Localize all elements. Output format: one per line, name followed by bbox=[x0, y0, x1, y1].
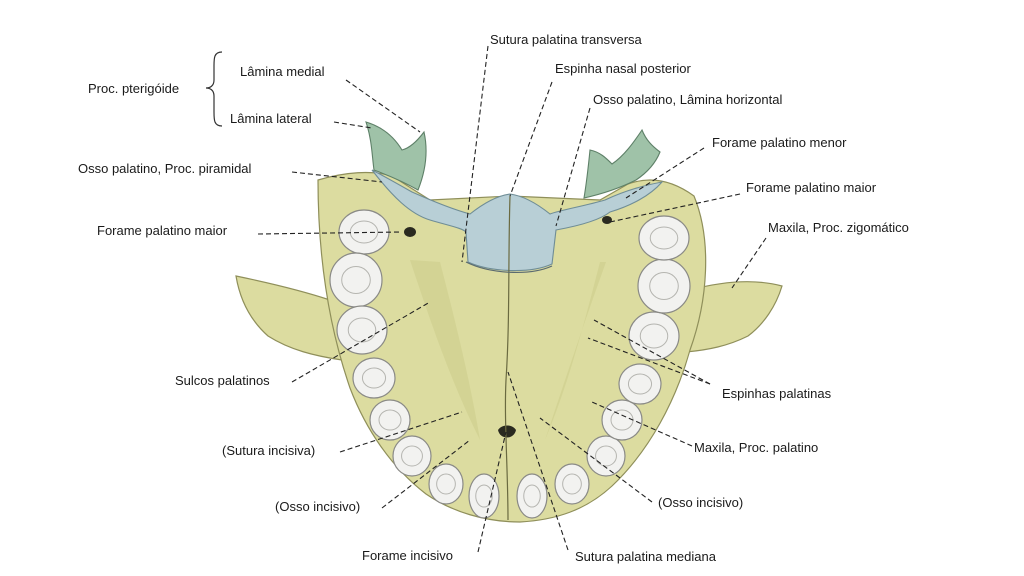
label-sulcos-palatinos: Sulcos palatinos bbox=[175, 373, 270, 388]
tooth-cusp bbox=[401, 445, 423, 467]
tooth-cusp bbox=[627, 373, 653, 395]
label-sutura-palatina-transversa: Sutura palatina transversa bbox=[490, 32, 643, 47]
leader-sulcos-palatinos bbox=[291, 301, 431, 383]
tooth bbox=[628, 311, 680, 361]
tooth bbox=[618, 363, 662, 405]
label-osso-palatino-lamina-horizontal: Osso palatino, Lâmina horizontal bbox=[593, 92, 782, 107]
tooth bbox=[601, 399, 643, 441]
leader-lamina-lateral bbox=[333, 121, 373, 129]
tooth-cusp bbox=[649, 272, 679, 300]
tooth bbox=[554, 463, 590, 505]
tooth-cusp bbox=[562, 473, 582, 495]
tooth bbox=[637, 258, 691, 314]
tooth bbox=[586, 435, 626, 477]
incisive-foramen bbox=[498, 425, 516, 438]
leader-sutura-incisiva bbox=[339, 411, 463, 453]
leader-maxila-proc-zigomatico bbox=[731, 237, 767, 289]
leader-lines bbox=[257, 45, 767, 553]
palatine-horizontal-plate bbox=[371, 169, 664, 272]
tooth-cusp bbox=[349, 220, 379, 244]
tooth-cusp bbox=[523, 484, 541, 508]
tooth bbox=[428, 463, 464, 505]
tooth-cusp bbox=[595, 445, 617, 467]
tooth bbox=[329, 252, 383, 308]
tooth-cusp bbox=[475, 484, 493, 508]
leader-forame-incisivo bbox=[477, 431, 507, 553]
pterygoid-plate-right bbox=[583, 128, 661, 199]
leader-osso-incisivo-left bbox=[381, 439, 471, 509]
median-palatine-suture bbox=[504, 195, 511, 521]
tooth-cusp bbox=[639, 323, 669, 349]
label-sutura-palatina-mediana: Sutura palatina mediana bbox=[575, 549, 717, 564]
label-espinhas-palatinas: Espinhas palatinas bbox=[722, 386, 832, 401]
leader-sutura-palatina-mediana bbox=[507, 371, 569, 551]
label-lamina-medial: Lâmina medial bbox=[240, 64, 325, 79]
leader-espinha-nasal-posterior bbox=[509, 81, 553, 197]
label-forame-incisivo: Forame incisivo bbox=[362, 548, 453, 563]
maxilla-shading-right bbox=[545, 262, 606, 440]
tooth bbox=[516, 473, 548, 519]
leader-espinhas-palatinas-1 bbox=[593, 319, 711, 385]
leader-espinhas-palatinas-2 bbox=[587, 337, 711, 385]
tooth-cusp bbox=[649, 226, 679, 250]
maxilla-illustration bbox=[235, 121, 783, 523]
tooth bbox=[468, 473, 500, 519]
tooth bbox=[352, 357, 396, 399]
leader-proc-piramidal bbox=[291, 171, 383, 183]
pterygoid-bracket bbox=[205, 51, 223, 127]
label-osso-incisivo-left: (Osso incisivo) bbox=[275, 499, 360, 514]
tooth-cusp bbox=[436, 473, 456, 495]
label-osso-palatino-proc-piramidal: Osso palatino, Proc. piramidal bbox=[78, 161, 252, 176]
greater-palatine-foramen-right bbox=[602, 216, 612, 224]
label-forame-palatino-menor: Forame palatino menor bbox=[712, 135, 847, 150]
leader-osso-incisivo-right bbox=[539, 417, 653, 503]
tooth bbox=[369, 399, 411, 441]
leader-lamina-horizontal bbox=[555, 107, 591, 227]
labels: Proc. pterigóide Lâmina medial Lâmina la… bbox=[78, 32, 909, 564]
tooth-cusp bbox=[378, 409, 402, 431]
leader-forame-palatino-maior-left bbox=[257, 231, 403, 235]
label-forame-palatino-maior-left: Forame palatino maior bbox=[97, 223, 228, 238]
label-lamina-lateral: Lâmina lateral bbox=[230, 111, 312, 126]
tooth bbox=[638, 215, 690, 261]
tooth bbox=[336, 305, 388, 355]
label-osso-incisivo-right: (Osso incisivo) bbox=[658, 495, 743, 510]
leader-maxila-proc-palatino bbox=[591, 401, 693, 447]
label-proc-pterigoide: Proc. pterigóide bbox=[88, 81, 179, 96]
label-sutura-incisiva: (Sutura incisiva) bbox=[222, 443, 315, 458]
zygomatic-process-right bbox=[685, 281, 783, 353]
pterygoid-plate-left bbox=[365, 121, 427, 191]
tooth bbox=[392, 435, 432, 477]
zygomatic-process-left bbox=[235, 275, 343, 361]
label-espinha-nasal-posterior: Espinha nasal posterior bbox=[555, 61, 692, 76]
leader-forame-palatino-maior-right bbox=[609, 193, 741, 223]
transverse-palatine-suture bbox=[465, 261, 553, 273]
label-maxila-proc-zigomatico: Maxila, Proc. zigomático bbox=[768, 220, 909, 235]
leader-sutura-palatina-transversa bbox=[461, 45, 489, 263]
label-forame-palatino-maior-right: Forame palatino maior bbox=[746, 180, 877, 195]
leader-lamina-medial bbox=[345, 79, 421, 133]
maxilla-shading bbox=[410, 260, 480, 440]
tooth-cusp bbox=[361, 367, 387, 389]
tooth-cusp bbox=[341, 266, 371, 294]
greater-palatine-foramen-left bbox=[404, 227, 416, 237]
label-maxila-proc-palatino: Maxila, Proc. palatino bbox=[694, 440, 818, 455]
